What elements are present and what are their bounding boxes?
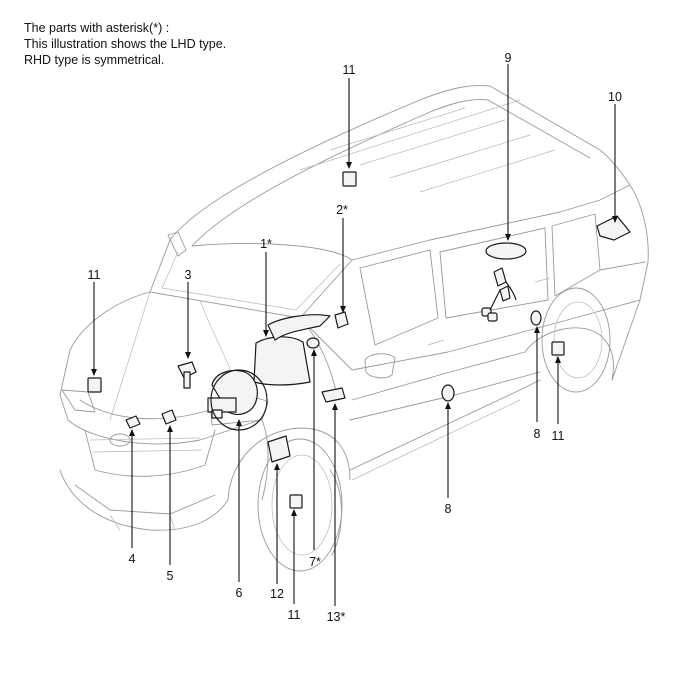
module-11-front-wheel (289, 494, 303, 509)
callout-8-rear-door: 8 (534, 427, 541, 441)
callout-7: 7* (309, 555, 321, 569)
components (87, 171, 631, 509)
callout-4: 4 (129, 552, 136, 566)
callout-11-roof: 11 (343, 63, 356, 77)
callout-9: 9 (505, 51, 512, 65)
callout-11-front: 11 (88, 268, 101, 282)
note-line-1: The parts with asterisk(*) : (24, 21, 170, 35)
part-1 (253, 336, 311, 386)
callout-11-front-wheel: 11 (288, 608, 301, 622)
module-10 (596, 215, 631, 241)
module-11-front (87, 377, 102, 393)
callout-11-rear-wheel: 11 (552, 429, 565, 443)
leader-lines (91, 64, 618, 606)
callout-6: 6 (236, 586, 243, 600)
callout-8-front-door: 8 (445, 502, 452, 516)
callout-2: 2* (336, 203, 348, 217)
sensor-2 (334, 311, 349, 329)
module-11-rear-wheel (551, 341, 565, 356)
sensor-7 (306, 337, 320, 349)
callout-12: 12 (270, 587, 284, 601)
note-line-2: This illustration shows the LHD type. (24, 37, 227, 51)
callout-13: 13* (327, 610, 346, 624)
diagram-note: The parts with asterisk(*) : This illust… (24, 20, 226, 68)
connector-3-stem (183, 371, 191, 389)
callout-labels: 11 9 10 2* 1* 11 3 4 5 6 12 11 7* 13* 8 … (88, 51, 622, 624)
sensor-4 (125, 415, 141, 429)
note-line-3: RHD type is symmetrical. (24, 53, 165, 67)
sensor-8-front-door (441, 384, 455, 402)
connector-3 (177, 361, 197, 379)
module-12 (267, 435, 291, 463)
callout-1: 1* (260, 237, 272, 251)
callout-3: 3 (185, 268, 192, 282)
module-9-ring (485, 242, 527, 260)
module-11-roof (342, 171, 357, 187)
vehicle-outline (59, 85, 649, 572)
sensor-5 (161, 409, 177, 425)
callout-10: 10 (608, 90, 622, 104)
module-13 (321, 387, 346, 403)
sensor-8-rear-door (530, 310, 542, 326)
callout-5: 5 (167, 569, 174, 583)
